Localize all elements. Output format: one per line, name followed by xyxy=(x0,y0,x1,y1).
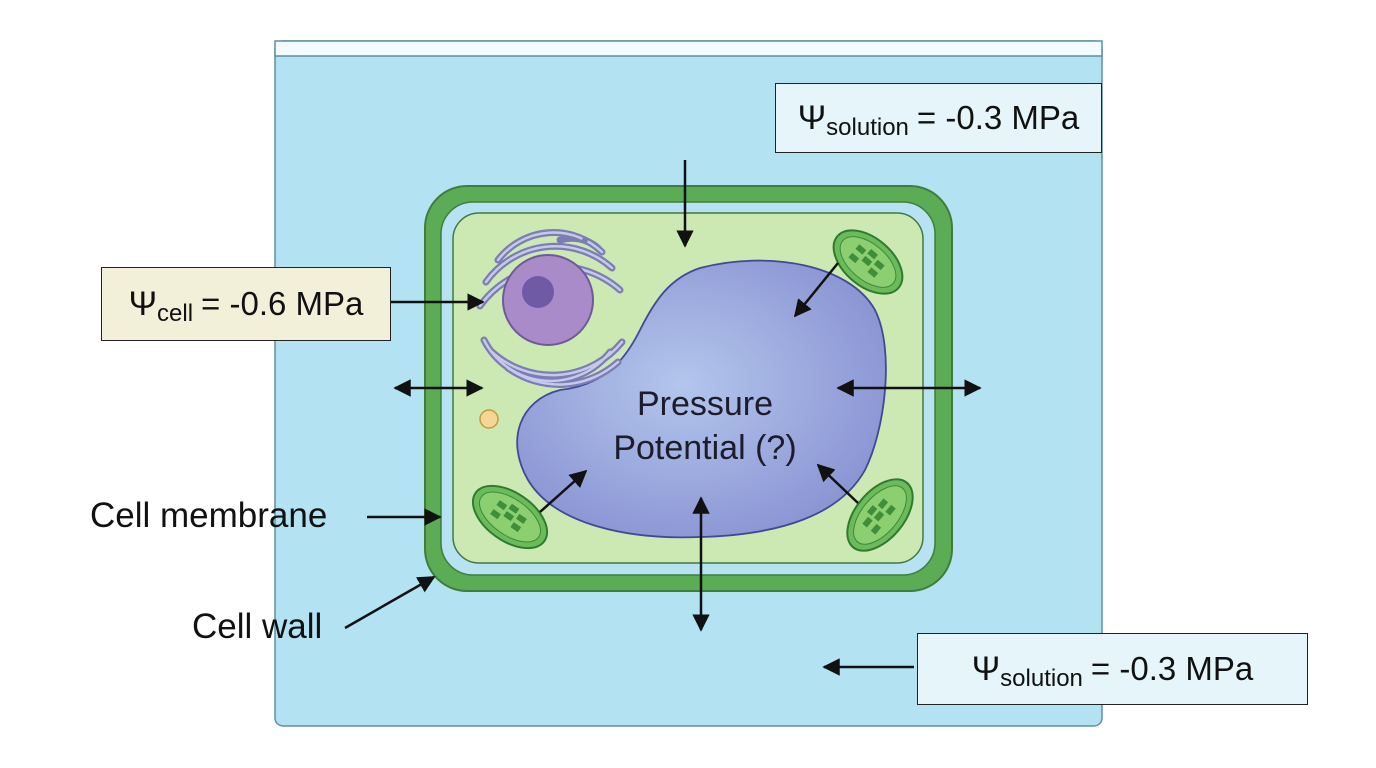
chloroplast xyxy=(832,229,904,295)
psi-subscript: cell xyxy=(157,300,194,327)
psi-symbol: Ψ xyxy=(971,649,1001,688)
arrow-into-vacuole-top-right xyxy=(793,262,839,318)
vesicle xyxy=(479,409,499,429)
vacuole-label-line1: Pressure xyxy=(636,385,774,423)
cell-wall-label: Cell wall xyxy=(192,607,323,646)
arrows xyxy=(344,160,982,676)
psi-subscript: solution xyxy=(1000,665,1083,692)
er-dot xyxy=(582,237,588,243)
psi-symbol: Ψ xyxy=(128,284,158,323)
chloroplast xyxy=(471,484,549,550)
vacuole-label: Pressure Potential (?) xyxy=(590,382,820,470)
psi-value: = -0.6 MPa xyxy=(201,285,364,322)
arrow-into-vacuole-bottom-left xyxy=(539,469,588,513)
cell-membrane-label: Cell membrane xyxy=(90,496,328,535)
beaker-rim xyxy=(274,40,1103,57)
vacuole-label-line2: Potential (?) xyxy=(613,429,797,467)
chloroplast xyxy=(846,478,914,552)
psi-value: = -0.3 MPa xyxy=(1090,650,1254,687)
psi-subscript: solution xyxy=(826,114,909,141)
psi-value: = -0.3 MPa xyxy=(916,99,1080,136)
psi-symbol: Ψ xyxy=(797,98,827,137)
nucleolus xyxy=(522,276,554,308)
arrow-cell-wall xyxy=(344,575,436,630)
arrow-into-vacuole-bottom-right xyxy=(816,463,859,504)
